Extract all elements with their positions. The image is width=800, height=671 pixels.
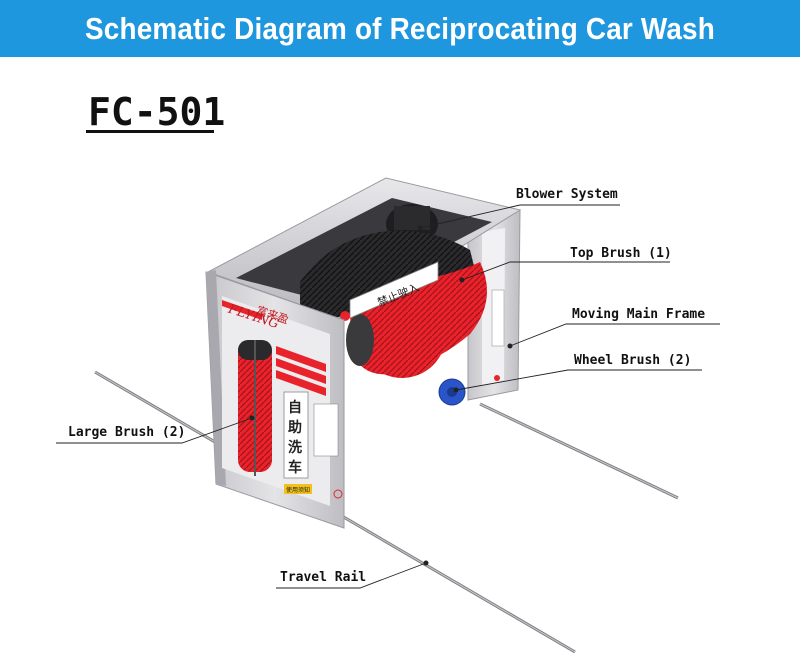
- title-banner: Schematic Diagram of Reciprocating Car W…: [0, 0, 800, 57]
- side-sign-char-1: 自: [288, 399, 302, 416]
- side-sign-char-3: 洗: [288, 439, 302, 456]
- callout-travel-rail: Travel Rail: [280, 570, 367, 585]
- notice-label: 使用须知: [286, 486, 310, 494]
- callout-wheel-brush: Wheel Brush (2): [574, 353, 692, 368]
- back-frame-post: [467, 209, 521, 401]
- model-name: FC-501: [88, 90, 226, 134]
- leader-lines: [56, 204, 720, 589]
- self-service-sign: 自 助 洗 车 使用须知: [283, 391, 343, 499]
- diagram-title: Schematic Diagram of Reciprocating Car W…: [84, 10, 715, 46]
- callout-moving-main-frame: Moving Main Frame: [572, 307, 706, 322]
- callout-top-brush: Top Brush (1): [570, 246, 672, 261]
- callout-blower-system: Blower System: [516, 187, 618, 202]
- wheel-brush: [438, 378, 466, 406]
- model-underline: [86, 130, 214, 133]
- side-sign-char-2: 助: [288, 419, 302, 436]
- travel-rail: [94, 370, 679, 654]
- callout-large-brush: Large Brush (2): [68, 425, 186, 440]
- side-sign-char-4: 车: [288, 459, 302, 476]
- large-brush: [238, 340, 272, 476]
